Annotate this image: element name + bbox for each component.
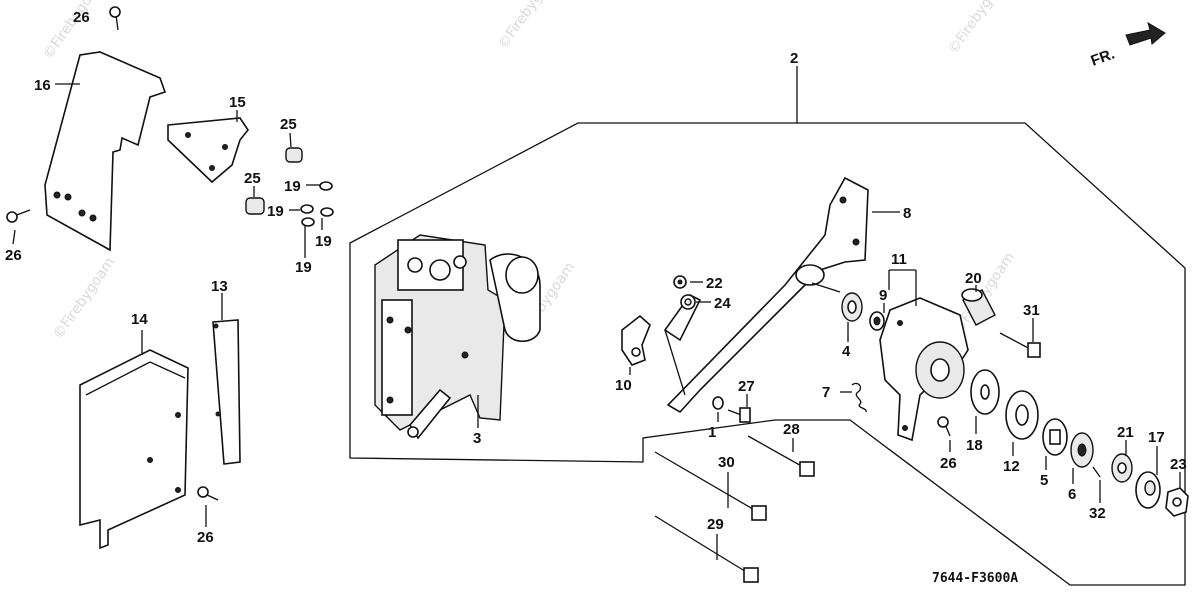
collar-25 <box>285 147 303 163</box>
callout-7: 7 <box>822 384 830 401</box>
callout-2: 2 <box>790 50 798 67</box>
link-10 <box>621 314 651 366</box>
callout-25: 25 <box>280 116 297 133</box>
callout-8: 8 <box>903 205 911 222</box>
bolt-29 <box>654 515 759 583</box>
callout-4: 4 <box>842 343 851 360</box>
disk-6 <box>1070 432 1094 468</box>
callout-26b: 26 <box>5 247 22 264</box>
washer-21 <box>1111 453 1133 483</box>
callout-19d: 19 <box>295 259 312 276</box>
callout-21: 21 <box>1117 424 1134 441</box>
callout-29: 29 <box>707 516 724 533</box>
bolt-27 <box>727 407 751 423</box>
callout-16: 16 <box>34 77 51 94</box>
callout-20: 20 <box>965 270 982 287</box>
callouts: 1 2 3 4 5 6 7 8 9 10 11 12 13 14 15 16 1… <box>5 9 1187 546</box>
callout-12: 12 <box>1003 458 1020 475</box>
callout-31: 31 <box>1023 302 1040 319</box>
callout-19b: 19 <box>267 203 284 220</box>
callout-14: 14 <box>131 311 148 328</box>
bracket-16 <box>44 51 167 252</box>
plate-11 <box>879 297 969 442</box>
arm-8 <box>663 176 869 414</box>
bolt-30 <box>654 451 767 521</box>
callout-1: 1 <box>708 424 716 441</box>
callout-23: 23 <box>1170 456 1187 473</box>
callout-6: 6 <box>1068 486 1076 503</box>
nut-24 <box>680 294 696 310</box>
spring-7 <box>851 382 867 413</box>
bolt-26d <box>937 416 951 437</box>
diagram-code: 7644-F3600A <box>932 571 1018 586</box>
callout-22: 22 <box>706 275 723 292</box>
callout-24: 24 <box>714 295 731 312</box>
callout-18: 18 <box>966 437 983 454</box>
callout-32: 32 <box>1089 505 1106 522</box>
bracket-15 <box>167 117 249 184</box>
cover-14 <box>79 349 189 550</box>
callout-11: 11 <box>891 251 907 268</box>
assembly-outline <box>349 122 1186 586</box>
callout-19c: 19 <box>315 233 332 250</box>
leader-lines <box>12 83 1181 560</box>
callout-19: 19 <box>284 178 301 195</box>
watermark: ©Firebygoam <box>495 0 563 52</box>
pin-32 <box>1092 466 1101 478</box>
callout-9: 9 <box>879 287 887 304</box>
callout-5: 5 <box>1040 472 1048 489</box>
disk-5 <box>1042 418 1068 456</box>
callout-26d: 26 <box>940 455 957 472</box>
washer-1 <box>712 396 724 410</box>
callout-27: 27 <box>738 378 755 395</box>
collar-20 <box>961 288 996 326</box>
bolt-26b <box>6 209 31 223</box>
callout-25b: 25 <box>244 170 261 187</box>
front-label: FR. <box>1089 46 1118 70</box>
front-arrow-icon <box>1125 21 1166 46</box>
bolt-28 <box>747 435 815 477</box>
disk-17 <box>1135 471 1161 509</box>
bolt-26c <box>197 486 219 501</box>
callout-26: 26 <box>73 9 90 26</box>
pump-body-3 <box>374 234 541 440</box>
nut-23 <box>1165 487 1189 517</box>
callout-17: 17 <box>1148 429 1165 446</box>
watermark: ©Firebygoam <box>945 0 1013 57</box>
watermark: ©Firebygoam <box>50 255 118 343</box>
washer-4 <box>841 292 863 322</box>
bolt-31 <box>999 332 1041 358</box>
callout-28: 28 <box>783 421 800 438</box>
callout-13: 13 <box>211 278 228 295</box>
washers-19 <box>300 181 334 227</box>
callout-15: 15 <box>229 94 246 111</box>
disk-18 <box>970 369 1000 415</box>
strip-13 <box>212 319 241 465</box>
bushing-9 <box>869 311 885 331</box>
callout-30: 30 <box>718 454 735 471</box>
bolt-26 <box>109 6 121 31</box>
disk-12 <box>1005 390 1039 440</box>
callout-10: 10 <box>615 377 632 394</box>
collar-25b <box>245 197 265 215</box>
callout-26c: 26 <box>197 529 214 546</box>
nut-22 <box>673 275 687 289</box>
callout-3: 3 <box>473 430 481 447</box>
